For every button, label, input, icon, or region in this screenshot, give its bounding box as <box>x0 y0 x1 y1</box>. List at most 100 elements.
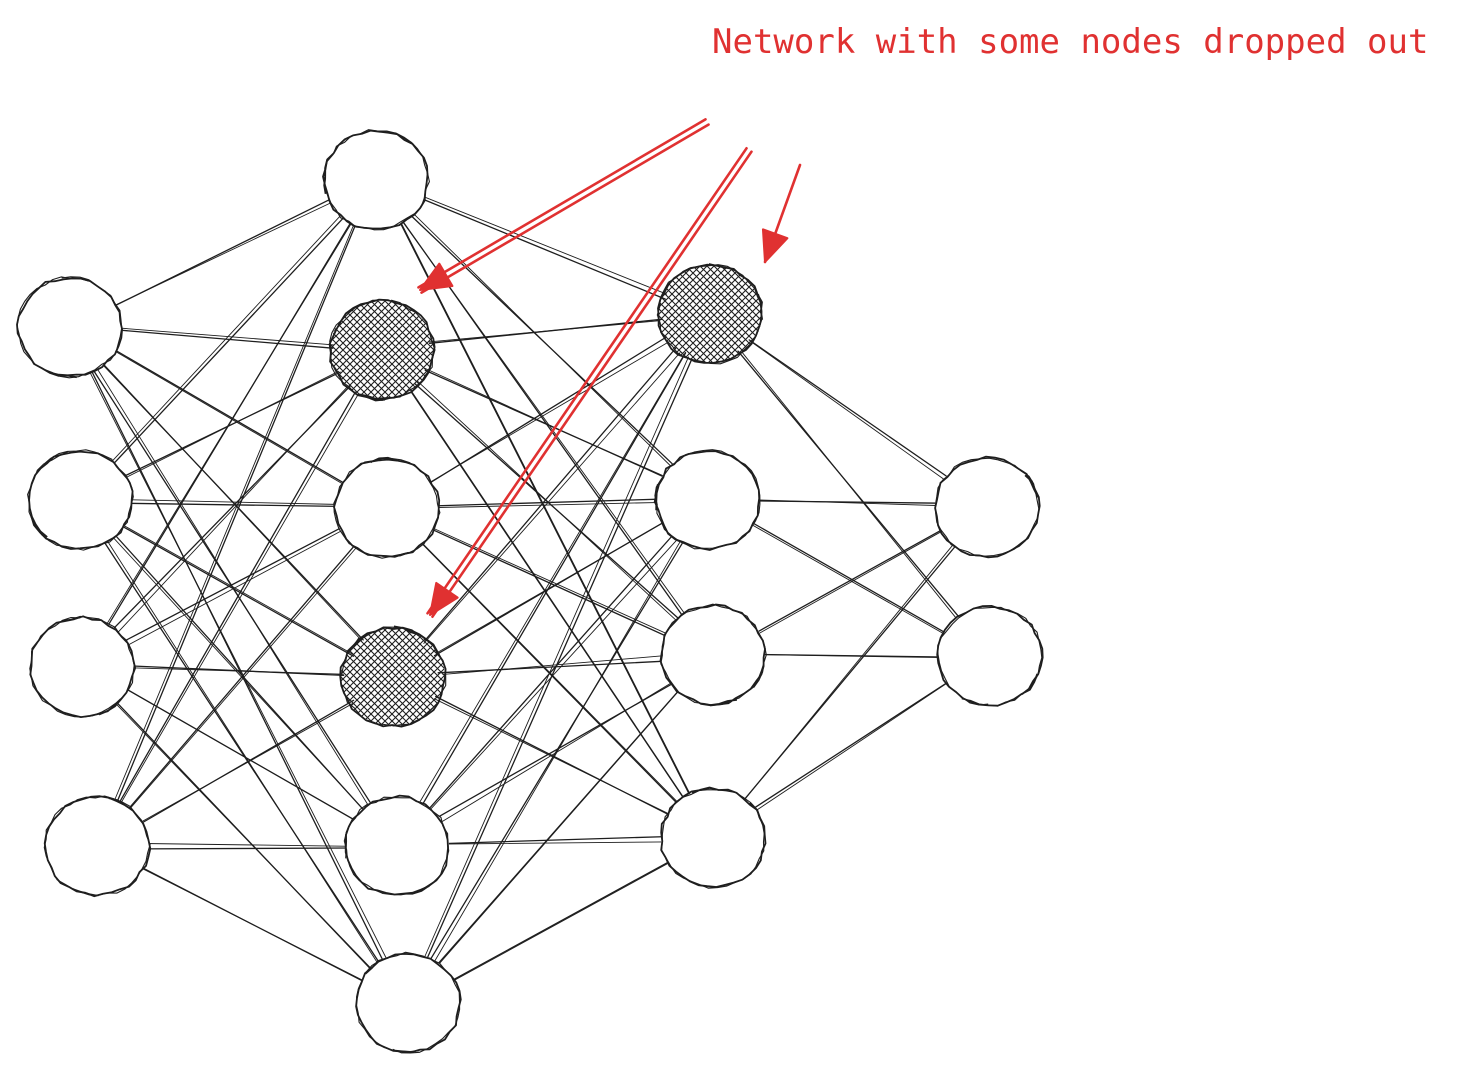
neuron <box>653 449 761 551</box>
neuron <box>343 794 450 896</box>
connection-line <box>126 502 340 508</box>
neuron-fill <box>324 130 428 230</box>
connection-line <box>441 835 667 845</box>
connection-line <box>119 524 355 657</box>
connection-line <box>138 702 354 824</box>
neuron <box>936 605 1044 707</box>
connection-line <box>436 521 666 654</box>
connection-line <box>417 196 666 300</box>
connection-line <box>106 539 380 967</box>
arrow-to-dropped-node-1 <box>417 118 710 294</box>
neuron-outline <box>322 129 429 230</box>
neuron-outline <box>27 449 134 551</box>
connection-line <box>432 498 660 507</box>
connection-line <box>425 341 670 486</box>
connections <box>89 195 960 984</box>
arrow-shaft <box>420 123 710 294</box>
neuron-outline <box>934 457 1040 557</box>
connection-line <box>89 368 385 964</box>
connection-line <box>109 347 349 488</box>
neuron-outline <box>323 129 430 231</box>
connection-line <box>422 543 680 805</box>
connection-line <box>399 222 690 794</box>
connection-line <box>118 327 335 346</box>
arrow-to-dropped-node-2 <box>426 147 753 618</box>
connection-line <box>120 393 359 805</box>
neuron-outline <box>660 603 767 706</box>
connection-line <box>110 534 367 813</box>
neuron-outline <box>343 796 450 896</box>
connection-line <box>429 533 675 809</box>
neuron-fill <box>335 458 439 558</box>
connection-line <box>410 391 686 802</box>
neuron <box>660 786 767 889</box>
neuron-outline <box>660 789 765 889</box>
connection-line <box>452 861 671 982</box>
neuron-fill <box>30 617 134 717</box>
arrow-shaft <box>417 118 707 289</box>
connection-line <box>417 351 686 806</box>
neuron-fill <box>45 796 149 896</box>
connection-line <box>762 654 942 659</box>
neuron-outline <box>937 606 1043 707</box>
connection-line <box>749 340 948 483</box>
connection-line <box>428 537 680 812</box>
connection-line <box>442 655 666 675</box>
neuron-fill <box>938 606 1042 706</box>
connection-line <box>417 380 678 622</box>
connection-line <box>126 667 344 675</box>
connection-line <box>118 391 356 804</box>
neuron-outline <box>656 263 763 365</box>
connection-line <box>445 841 665 845</box>
neuron-outline <box>333 457 441 559</box>
connection-line <box>139 866 368 984</box>
connection-line <box>144 843 353 847</box>
connection-line <box>121 526 343 643</box>
arrow-head <box>761 228 789 263</box>
neuron-fill <box>661 605 765 705</box>
dropped-neuron-fill <box>330 300 434 400</box>
neuron-outline <box>340 626 447 727</box>
dropped-neuron-fill <box>658 264 762 364</box>
connection-line <box>424 347 677 641</box>
connection-line <box>429 540 685 961</box>
connection-line <box>128 545 359 811</box>
connection-line <box>427 358 693 958</box>
connection-line <box>751 680 951 810</box>
connection-line <box>742 543 955 803</box>
connection-line <box>112 348 347 485</box>
connection-line <box>112 202 331 307</box>
connection-line <box>104 542 380 963</box>
neuron-outline <box>29 615 135 718</box>
connection-line <box>101 362 362 641</box>
connection-line <box>89 371 387 959</box>
connection-line <box>109 212 344 464</box>
connection-line <box>115 386 348 635</box>
connection-line <box>750 521 946 634</box>
arrow-to-dropped-node-3 <box>761 163 802 264</box>
neuron-outline <box>16 276 123 379</box>
neuron-fill <box>656 450 760 550</box>
neuron <box>29 615 137 718</box>
connection-line <box>428 527 668 638</box>
connection-line <box>429 336 668 484</box>
arrow-head <box>429 581 459 616</box>
connection-line <box>116 222 357 804</box>
connection-line <box>428 320 661 343</box>
dropped-neuron <box>656 263 764 365</box>
annotation-caption: Network with some nodes dropped out <box>712 22 1429 62</box>
connection-line <box>126 499 341 505</box>
connection-line <box>432 539 682 965</box>
connection-line <box>104 219 355 629</box>
arrow-head <box>419 262 454 291</box>
connection-line <box>752 500 942 504</box>
neuron-fill <box>28 450 132 550</box>
arrow-shaft <box>426 147 748 615</box>
neuron <box>333 456 441 559</box>
connection-line <box>423 352 681 644</box>
neuron-outline <box>344 794 449 896</box>
neuron-fill <box>661 788 765 888</box>
connection-line <box>112 221 356 805</box>
connection-line <box>114 702 375 972</box>
